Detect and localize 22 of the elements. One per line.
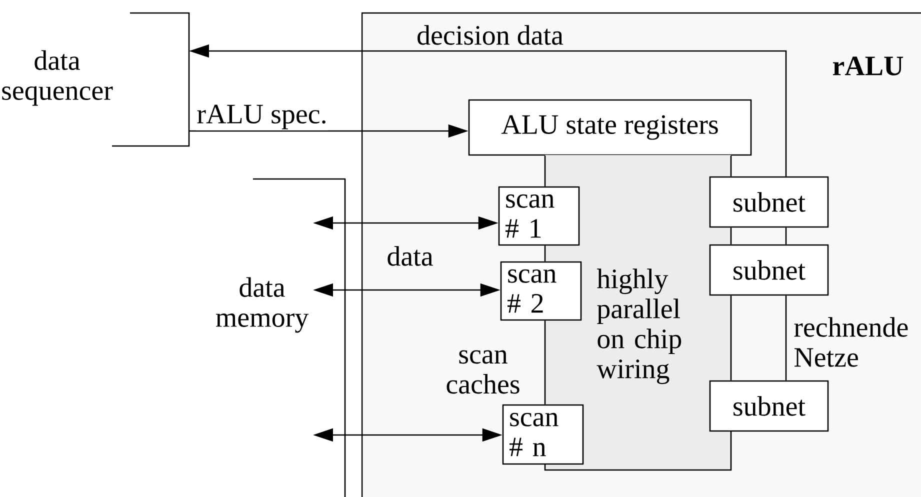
process-box: subnet	[709, 176, 829, 228]
annotation: rechnende Netze	[794, 317, 908, 367]
connector-line	[730, 156, 732, 176]
cache-box: scan # 2	[500, 261, 582, 321]
cache-box: scan # 1	[498, 186, 580, 246]
connector-line	[730, 296, 732, 380]
bracket-node: data sequencer	[2, 12, 190, 147]
process-box: subnet	[709, 244, 829, 296]
cache-box: scan # n	[502, 404, 584, 465]
edge-label: decision data	[416, 24, 564, 46]
connector-line	[544, 320, 546, 404]
bracket-node: data memory	[216, 178, 346, 497]
process-box: subnet	[709, 380, 829, 432]
annotation: scan caches	[446, 350, 520, 394]
edge-label: rALU spec.	[196, 104, 328, 130]
connector-line	[730, 228, 732, 244]
connector-line	[544, 246, 546, 262]
connector-line	[785, 228, 787, 244]
connector-line	[785, 296, 787, 380]
edge-label: data	[386, 245, 434, 267]
process-box: ALU state registers	[468, 99, 752, 156]
connector-line	[544, 156, 546, 186]
